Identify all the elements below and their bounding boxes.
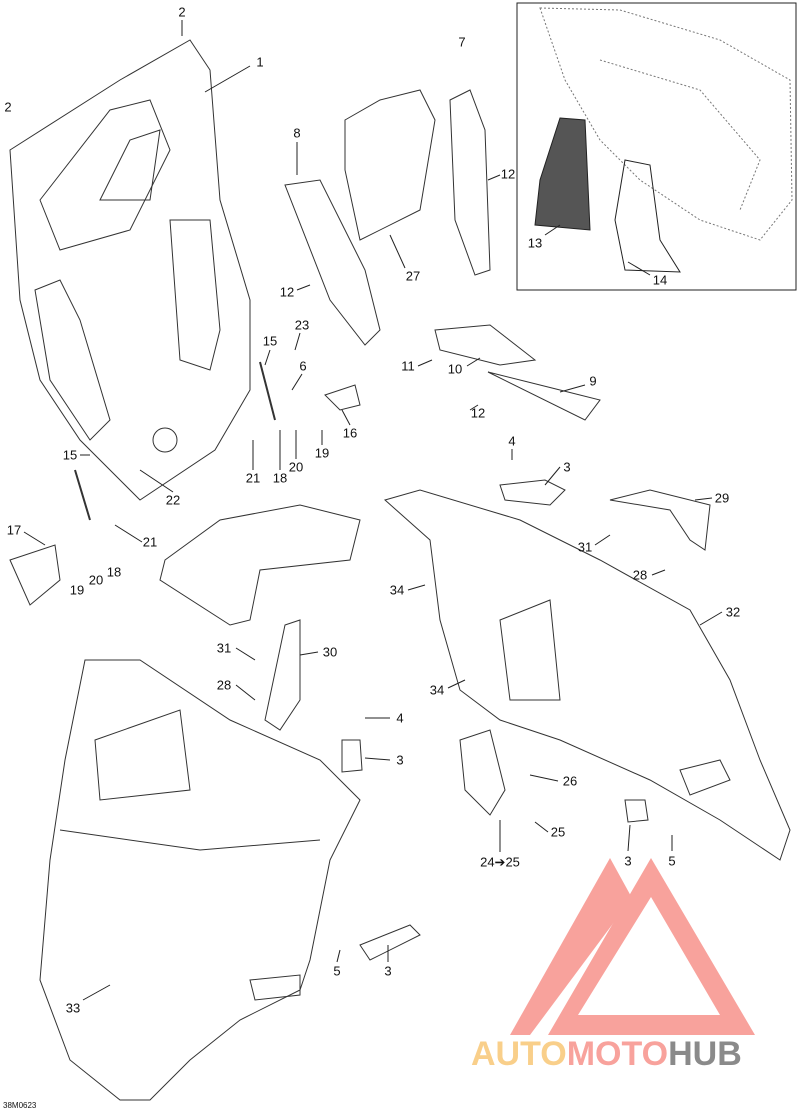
inset-body-panel xyxy=(539,7,793,241)
detail-inset-frame xyxy=(516,2,797,291)
part-3-handle xyxy=(499,479,566,506)
part-3-handle-lower xyxy=(359,924,421,961)
callout-12-c: 12 xyxy=(470,405,486,421)
callout-28-b: 28 xyxy=(216,677,232,693)
part-16-bracket xyxy=(324,384,361,411)
callout-6: 6 xyxy=(299,358,307,374)
callout-26: 26 xyxy=(562,773,578,789)
callout-27: 27 xyxy=(405,268,421,284)
callout-18-a: 18 xyxy=(272,470,288,486)
callout-13: 13 xyxy=(527,235,543,251)
callout-28-a: 28 xyxy=(632,567,648,583)
part-8-grille xyxy=(284,179,381,346)
part-10-vent xyxy=(434,324,537,366)
callout-3-b: 3 xyxy=(396,752,404,768)
part-32-right-side-panel xyxy=(383,489,791,861)
part-33-left-side-panel xyxy=(39,659,361,1101)
callout-15-a: 15 xyxy=(262,333,278,349)
callout-31-a: 31 xyxy=(577,539,593,555)
callout-9: 9 xyxy=(589,373,597,389)
callout-8: 8 xyxy=(293,125,301,141)
leader-lines xyxy=(23,20,723,1001)
callout-24-25: 24➔25 xyxy=(480,854,520,870)
watermark-auto: AUTO xyxy=(471,1035,567,1073)
callout-29: 29 xyxy=(714,490,730,506)
diagram-code: 38M0623 xyxy=(3,1101,37,1110)
part-9-trim xyxy=(487,371,601,421)
callout-33: 33 xyxy=(65,1000,81,1016)
part-3-grip xyxy=(624,799,649,823)
callout-25: 25 xyxy=(550,824,566,840)
callout-15-b: 15 xyxy=(62,447,78,463)
callout-22: 22 xyxy=(165,492,181,508)
callout-34-a: 34 xyxy=(389,582,405,598)
callout-3-a: 3 xyxy=(563,459,571,475)
callout-4-a: 4 xyxy=(508,433,516,449)
watermark-logo xyxy=(510,858,755,1035)
callout-7: 7 xyxy=(458,34,466,50)
part-29-trim xyxy=(609,489,711,551)
callout-2-top: 2 xyxy=(178,4,186,20)
part-27-foam xyxy=(344,89,436,241)
part-3-grip-mid xyxy=(341,739,363,773)
callout-34-b: 34 xyxy=(429,682,445,698)
callout-1: 1 xyxy=(256,54,264,70)
callout-2-left: 2 xyxy=(4,99,12,115)
callout-3-d: 3 xyxy=(384,963,392,979)
callout-21-b: 21 xyxy=(142,534,158,550)
part-15-rod-lower xyxy=(74,469,91,521)
part-15-rod xyxy=(259,361,276,421)
callout-11: 11 xyxy=(401,358,415,374)
callout-17: 17 xyxy=(6,522,22,538)
callout-19-b: 19 xyxy=(69,582,85,598)
part-1-upper-panel xyxy=(9,39,251,501)
part-24-bracket xyxy=(459,729,506,816)
callout-20-a: 20 xyxy=(288,459,304,475)
callout-18-b: 18 xyxy=(106,564,122,580)
callout-19-a: 19 xyxy=(314,445,330,461)
part-30-trim xyxy=(264,619,301,731)
callout-32: 32 xyxy=(725,604,741,620)
watermark-moto: MOTO xyxy=(566,1035,669,1073)
watermark-hub: HUB xyxy=(668,1035,742,1073)
inset-panel-14 xyxy=(614,159,681,273)
callout-23: 23 xyxy=(294,317,310,333)
callout-16: 16 xyxy=(342,425,358,441)
callout-3-c: 3 xyxy=(624,853,632,869)
callout-31-b: 31 xyxy=(216,640,232,656)
part-7-grille xyxy=(449,89,491,276)
part-17-bracket xyxy=(9,544,61,606)
callout-12-a: 12 xyxy=(500,166,516,182)
callout-21-a: 21 xyxy=(245,470,261,486)
callout-12-b: 12 xyxy=(279,284,295,300)
callout-10: 10 xyxy=(447,361,463,377)
callout-5-b: 5 xyxy=(333,963,341,979)
callout-30: 30 xyxy=(322,644,338,660)
callout-14: 14 xyxy=(652,272,668,288)
inset-mesh-13 xyxy=(534,117,591,231)
callout-5-a: 5 xyxy=(668,853,676,869)
middle-trim-panel xyxy=(159,504,361,626)
watermark-text: AUTOMOTOHUB xyxy=(471,1035,742,1074)
callout-20-b: 20 xyxy=(88,572,104,588)
callout-4-b: 4 xyxy=(396,710,404,726)
